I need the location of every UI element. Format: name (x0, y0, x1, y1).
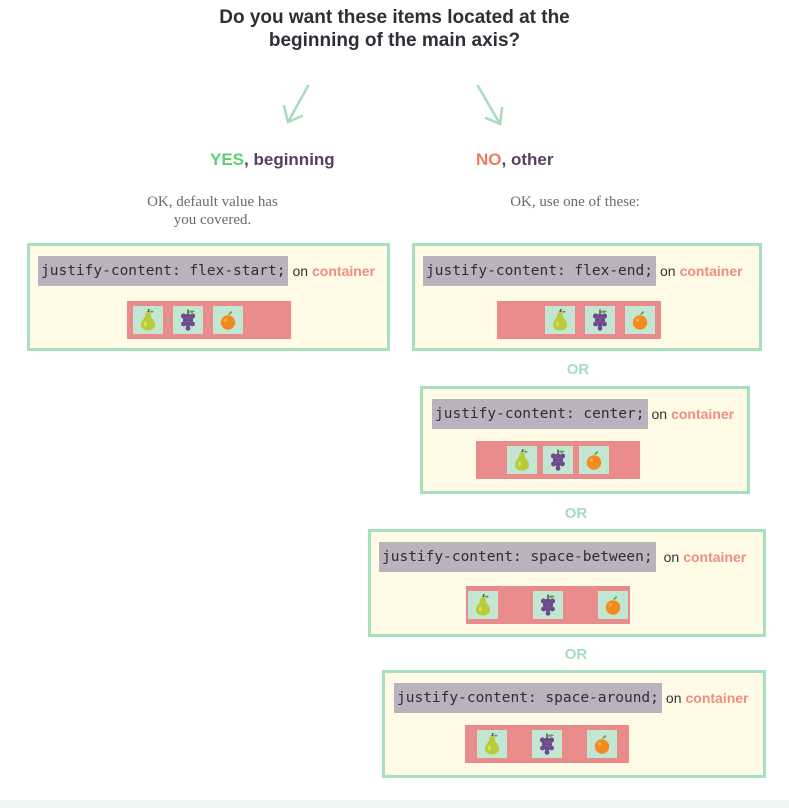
grapes-icon (537, 733, 557, 755)
yes-note-line-2: you covered. (173, 212, 252, 228)
code-row: justify-content: space-around; on contai… (394, 683, 749, 713)
code-row: justify-content: center; on container (432, 399, 734, 429)
yes-keyword: YES (210, 150, 245, 169)
orange-icon (218, 309, 238, 331)
orange-icon (630, 309, 650, 331)
code-row: justify-content: flex-start; on containe… (38, 256, 375, 286)
flex-item (173, 306, 203, 334)
flex-item (543, 446, 573, 474)
no-note: OK, use one of these: (510, 194, 640, 210)
container-label: container (685, 690, 749, 706)
flex-item (213, 306, 243, 334)
bottom-strip (0, 800, 789, 808)
no-rest: , other (501, 150, 554, 169)
flex-container-demo (127, 301, 291, 339)
flex-item (468, 591, 498, 619)
no-keyword: NO (476, 150, 502, 169)
flex-item (507, 446, 537, 474)
title-line-2: beginning of the main axis? (268, 30, 521, 51)
grapes-icon (548, 449, 568, 471)
diagram-title: Do you want these items located at the b… (0, 6, 789, 52)
or-separator: OR (564, 646, 588, 663)
container-label: container (679, 263, 743, 279)
code-snippet: justify-content: center; (432, 399, 648, 429)
flex-container-demo (497, 301, 661, 339)
orange-icon (584, 449, 604, 471)
option-flex-end: justify-content: flex-end; on container (412, 243, 762, 351)
pear-icon (550, 309, 570, 331)
flex-item (533, 591, 563, 619)
flex-item (545, 306, 575, 334)
arrow-left-icon (282, 84, 310, 124)
on-label: on (665, 690, 682, 706)
on-label: on (663, 549, 680, 565)
flex-item (477, 730, 508, 758)
flex-container-demo (476, 441, 640, 479)
option-center: justify-content: center; on container (420, 386, 750, 494)
grapes-icon (538, 594, 558, 616)
title-line-1: Do you want these items located at the (219, 7, 570, 28)
code-row: justify-content: flex-end; on container (423, 256, 743, 286)
code-snippet: justify-content: space-between; (379, 542, 656, 572)
flex-item (133, 306, 163, 334)
grapes-icon (178, 309, 198, 331)
flex-item (579, 446, 609, 474)
container-label: container (671, 406, 735, 422)
flex-item (585, 306, 615, 334)
flex-item (586, 730, 617, 758)
option-flex-start: justify-content: flex-start; on containe… (27, 243, 390, 351)
on-label: on (659, 263, 676, 279)
or-separator: OR (566, 361, 590, 378)
pear-icon (473, 594, 493, 616)
flex-container-demo (465, 725, 629, 763)
or-separator: OR (564, 505, 588, 522)
yes-note-line-1: OK, default value has (147, 194, 278, 210)
grapes-icon (590, 309, 610, 331)
code-snippet: justify-content: flex-start; (38, 256, 289, 286)
on-label: on (651, 406, 668, 422)
orange-icon (592, 733, 612, 755)
no-branch-label: NO, other (476, 150, 553, 170)
orange-icon (603, 594, 623, 616)
arrow-right-icon (476, 84, 504, 126)
code-row: justify-content: space-between; on conta… (379, 542, 746, 572)
option-space-between: justify-content: space-between; on conta… (368, 529, 766, 637)
flex-item (625, 306, 655, 334)
flex-container-demo (466, 586, 630, 624)
yes-rest: , beginning (244, 150, 335, 169)
code-snippet: justify-content: flex-end; (423, 256, 656, 286)
pear-icon (512, 449, 532, 471)
flex-item (598, 591, 628, 619)
container-label: container (312, 263, 376, 279)
pear-icon (482, 733, 502, 755)
on-label: on (292, 263, 309, 279)
yes-branch-label: YES, beginning (210, 150, 335, 170)
container-label: container (683, 549, 747, 565)
code-snippet: justify-content: space-around; (394, 683, 662, 713)
pear-icon (138, 309, 158, 331)
option-space-around: justify-content: space-around; on contai… (382, 670, 766, 778)
flex-item (531, 730, 562, 758)
yes-note: OK, default value has you covered. (110, 193, 315, 229)
